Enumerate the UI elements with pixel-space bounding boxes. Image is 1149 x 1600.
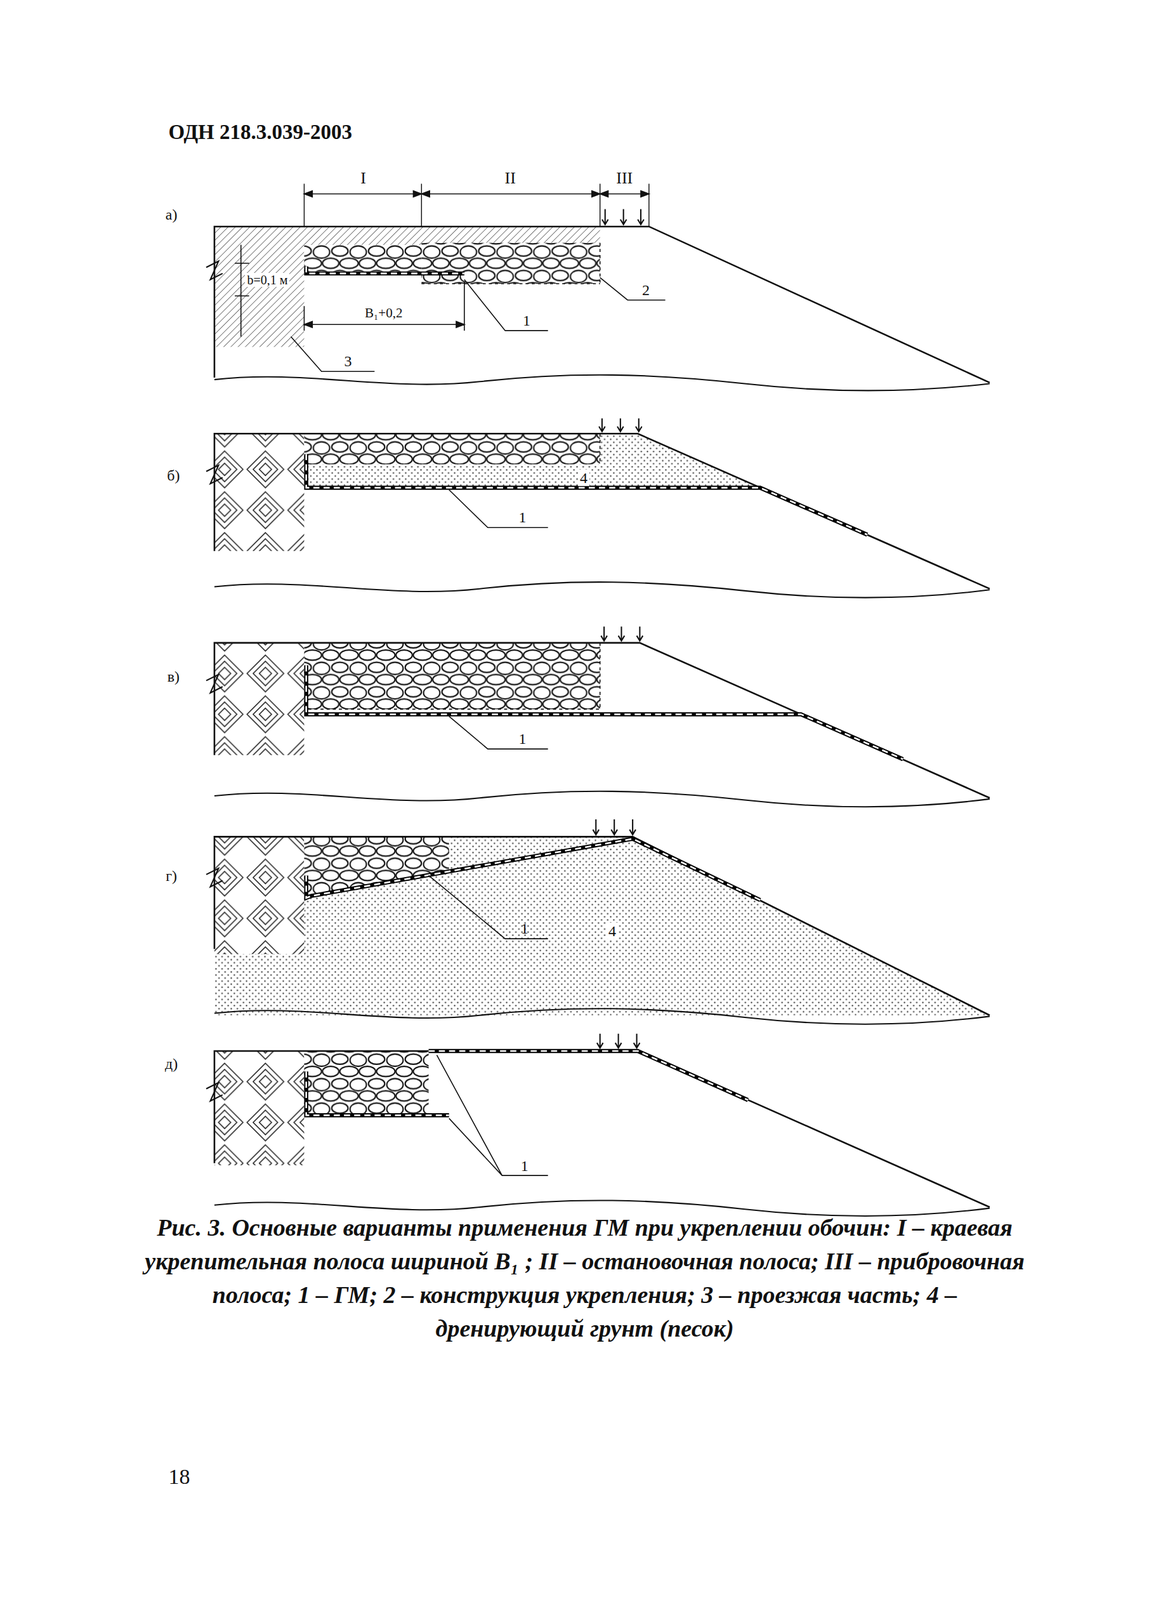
callout-label: а): [165, 206, 178, 223]
panel-e: [206, 1033, 990, 1216]
leader-line: [464, 279, 549, 331]
callout-label: 1: [520, 919, 529, 937]
sand-layer: [303, 464, 761, 488]
roadway-hatch: [214, 226, 304, 348]
callout-label: 4: [577, 469, 590, 486]
panel-b: [206, 418, 990, 598]
break-mark: [206, 867, 223, 887]
leader-line: [291, 336, 375, 372]
break-line: [214, 581, 990, 598]
roadway: [214, 1050, 304, 1165]
geosynthetic-dash: [306, 664, 904, 759]
callout-label: 3: [343, 352, 352, 370]
break-mark: [206, 1082, 223, 1101]
roadway: [214, 836, 304, 954]
geosynthetic-dash: [306, 838, 761, 900]
document-code: ОДН 218.3.039-2003: [168, 120, 353, 144]
callout-label: I: [360, 169, 367, 188]
callout-label: b=0,1 м: [244, 272, 290, 287]
embankment-outline: [214, 433, 990, 589]
break-line: [214, 791, 990, 808]
load-arrows: [598, 418, 643, 432]
leader-line: [428, 874, 549, 939]
stone-layer: [303, 836, 449, 896]
geosynthetic-dash: [428, 1050, 749, 1100]
break-line: [214, 374, 990, 391]
geosynthetic-dash: [306, 266, 465, 274]
embankment-outline: [214, 226, 990, 383]
embankment-outline: [214, 836, 990, 1015]
leader-line: [600, 277, 666, 300]
callout-label: II: [505, 169, 516, 188]
callout-label: д): [164, 1055, 178, 1072]
callout-label: 2: [642, 281, 650, 298]
callout-label: 1: [518, 508, 526, 526]
panel-a: [206, 183, 990, 391]
load-arrows: [600, 626, 643, 641]
page-number: 18: [168, 1464, 190, 1489]
leader-line: [449, 716, 549, 749]
geosynthetic: [306, 838, 761, 900]
roadway: [214, 642, 304, 756]
geosynthetic: [306, 453, 868, 535]
embankment-outline: [214, 642, 990, 798]
stone-layer: [303, 244, 422, 272]
stone-layer: [303, 433, 600, 464]
sand-layer: [600, 433, 708, 464]
stone-layer: [303, 642, 600, 710]
panel-d: [206, 819, 990, 1025]
callout-label: 4: [606, 922, 618, 939]
geosynthetic: [306, 1070, 450, 1115]
stone-layer: [303, 1050, 429, 1115]
break-line: [214, 1199, 990, 1216]
geosynthetic-dash: [306, 1070, 450, 1115]
break-mark: [206, 261, 223, 280]
callout-label: 1: [518, 730, 526, 747]
panel-c: [206, 626, 990, 807]
callout-label: б): [166, 466, 180, 484]
callout-label: III: [616, 169, 633, 188]
roadway: [214, 433, 304, 551]
geosynthetic-dash: [306, 453, 868, 535]
break-line: [214, 1008, 990, 1025]
load-arrows: [602, 209, 644, 225]
layer-edge: [599, 433, 601, 464]
callout-label: в): [167, 668, 180, 685]
geosynthetic: [306, 664, 904, 759]
callout-label: г): [165, 867, 178, 884]
load-arrows: [597, 1033, 641, 1049]
geosynthetic: [428, 1050, 749, 1100]
load-arrows: [592, 819, 636, 835]
leader-line: [449, 489, 549, 528]
break-mark: [206, 674, 223, 693]
callout-label: 1: [520, 1156, 529, 1174]
callout-label: B₁+0,2: [362, 305, 405, 321]
dimension-line: [303, 190, 649, 198]
dimension-extension: [303, 183, 649, 227]
layer-edge: [421, 242, 600, 284]
embankment-outline: [214, 1050, 990, 1207]
dimension-line: [234, 244, 250, 337]
geosynthetic: [306, 266, 465, 274]
stone-layer: [421, 242, 600, 284]
break-mark: [206, 465, 223, 484]
leader-line: [436, 1054, 548, 1176]
dimension-line: [303, 281, 464, 331]
shoulder-hatch: [303, 226, 600, 245]
layer-edge: [303, 642, 600, 710]
callout-label: 1: [522, 311, 531, 329]
figure-caption: Рис. 3. Основные варианты применения ГМ …: [140, 1210, 1029, 1346]
